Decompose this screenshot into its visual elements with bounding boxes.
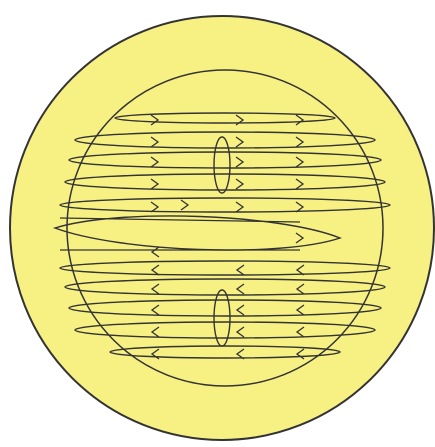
outer-disk	[10, 16, 434, 440]
